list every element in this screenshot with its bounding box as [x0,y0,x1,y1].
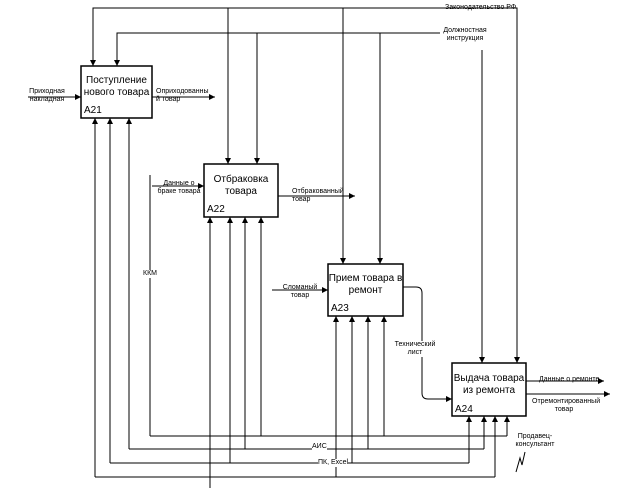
box-a22-id: A22 [207,204,225,215]
label-repair-data: Данные о ремонте [539,376,600,383]
label-kkm: ККМ [143,270,157,278]
label-defect-data: Данные о браке товара [157,180,201,195]
consultant-squiggle [515,451,526,473]
control-law-lines [90,7,520,363]
box-a21-id: A21 [84,105,102,116]
box-a24[interactable] [451,362,527,417]
box-a24-id: A24 [455,404,473,415]
label-pc: ПК, Excel [318,459,349,467]
label-consultant: Продавец- консультант [515,433,555,448]
label-received-goods: Оприходованны й товар [156,88,209,103]
label-law: Законодательство РФ [445,4,517,11]
label-broken-goods: Сломаный товар [282,284,318,299]
mechanism-ais-lines [129,217,487,450]
box-a24-title: Выдача товара из ремонта [453,373,525,396]
label-tech-sheet: Технический лист [392,341,438,357]
box-a21-title: Поступление нового товара [83,75,150,98]
box-a23-title: Прием товара в ремонт [328,273,403,296]
box-a22[interactable] [203,163,279,218]
label-instructions: Должностная инструкция [443,27,487,42]
label-ais: АИС [312,443,327,451]
box-a23-id: A23 [331,303,349,314]
label-rejected-goods: Отбракованный товар [292,188,344,203]
label-repaired-goods: Отремонтированный товар [532,398,601,413]
box-a22-title: Отбраковка товара [213,174,269,197]
label-invoice: Приходная накладная [29,88,65,103]
mechanism-pc-lines [107,118,472,464]
control-instructions-lines [114,32,485,363]
mechanism-consultant-lines [92,118,498,488]
